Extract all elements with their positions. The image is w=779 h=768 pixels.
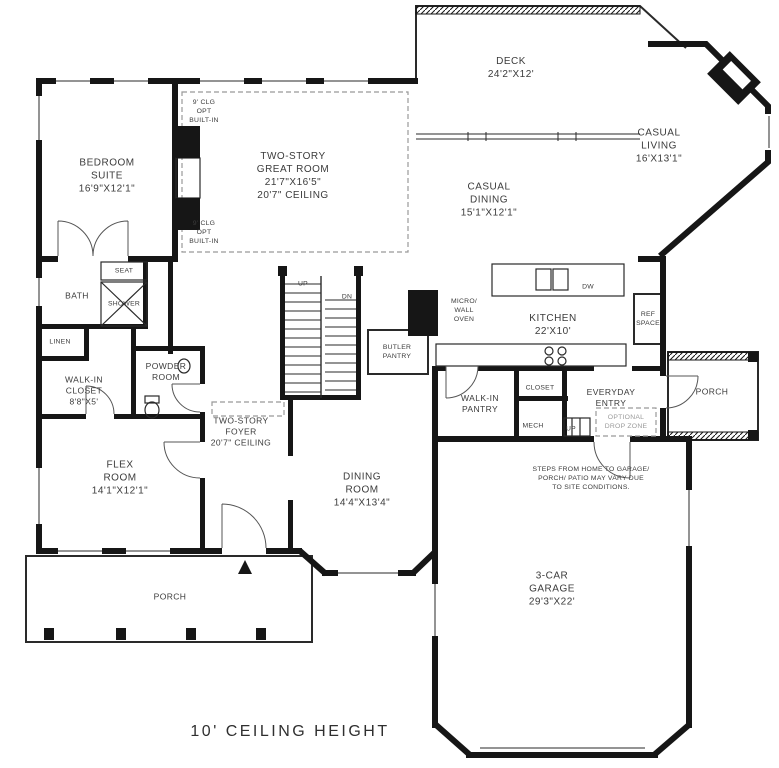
porch-post: [748, 430, 758, 440]
label-powder-room: POWDER ROOM: [145, 360, 187, 382]
wall-oven-cabinet: [408, 290, 436, 336]
label-everyday-entry: EVERYDAY ENTRY: [586, 386, 636, 408]
bay-window-left: [298, 548, 328, 577]
powder-door-arc: [171, 383, 201, 413]
shower: [100, 281, 148, 327]
bedroom-door-arc-right: [92, 220, 129, 257]
label-kitchen: KITCHEN 22'X10': [529, 313, 577, 337]
built-in-bottom: [176, 198, 200, 230]
glass-doors: [416, 132, 645, 749]
label-dw: DW: [582, 283, 594, 291]
fixtures: [100, 157, 627, 437]
label-shower: SHOWER: [107, 300, 141, 308]
label-flex-room: FLEX ROOM 14'1"X12'1": [91, 459, 149, 497]
porch-post: [116, 628, 126, 640]
bedroom-door-arc-left: [57, 220, 94, 257]
garage-corner-left: [433, 721, 472, 758]
front-door-arc: [221, 503, 267, 549]
butler-pantry-outline: [367, 329, 429, 375]
dashed-lines: [181, 91, 657, 437]
label-casual-living: CASUAL LIVING 16'X13'1": [635, 127, 683, 165]
casual-living-walls: [648, 41, 771, 259]
label-drop-zone: OPTIONAL DROP ZONE: [604, 413, 648, 430]
label-porch-right: PORCH: [695, 386, 729, 397]
kitchen-counter: [435, 343, 627, 367]
label-micro-wall-oven: MICRO/ WALL OVEN: [450, 298, 478, 324]
label-linen: LINEN: [49, 338, 71, 346]
garage-corner-right: [652, 721, 692, 758]
built-in-top: [176, 126, 200, 158]
label-clg-opt-bottom: 9' CLG OPT BUILT-IN: [189, 220, 219, 246]
label-walk-in-closet: WALK-IN CLOSET 8'8"X5': [65, 374, 103, 407]
label-up-stairs: UP: [298, 280, 308, 288]
label-dining-room: DINING ROOM 14'4"X13'4": [333, 471, 391, 509]
built-in-niche: [175, 157, 201, 199]
label-clg-opt-top: 9' CLG OPT BUILT-IN: [189, 99, 219, 125]
bay-window-right: [409, 548, 439, 577]
powder-sink: [177, 358, 191, 374]
label-garage: 3-CAR GARAGE 29'3"X22': [528, 570, 576, 608]
foyer-open-to-below: [211, 401, 285, 417]
cooktop-burner: [544, 356, 554, 366]
label-walk-in-pantry: WALK-IN PANTRY: [461, 392, 499, 414]
solid-features: [44, 51, 761, 640]
cooktop-burner: [557, 356, 567, 366]
label-bath: BATH: [65, 290, 89, 301]
porch-post: [186, 628, 196, 640]
label-ref-space: REF SPACE: [636, 310, 660, 327]
stairs: [285, 276, 356, 398]
label-seat: SEAT: [114, 267, 134, 275]
bath-seat: [100, 261, 148, 281]
stair-jamb-right: [354, 266, 363, 276]
label-butler-pantry: BUTLER PANTRY: [382, 343, 412, 360]
porch-bottom-outline: [25, 555, 313, 643]
kitchen-sink-left: [535, 268, 552, 291]
label-great-room: TWO-STORY GREAT ROOM 21'7"X16'5" 20'7" C…: [256, 151, 330, 201]
label-bedroom-suite: BEDROOM SUITE 16'9"X12'1": [78, 157, 136, 195]
diagonal-walls: [298, 41, 771, 758]
optional-drop-zone-box: [595, 407, 657, 437]
toilet-bowl: [144, 401, 160, 419]
label-casual-dining: CASUAL DINING 15'1"X12'1": [460, 181, 518, 219]
porch-right-railing-top: [667, 351, 759, 361]
cooktop-burner: [557, 346, 567, 356]
label-steps-note: STEPS FROM HOME TO GARAGE/ PORCH/ PATIO …: [532, 466, 650, 492]
deck-railing: [415, 5, 641, 15]
entry-steps: [563, 417, 591, 437]
label-ceiling-height: 10' CEILING HEIGHT: [190, 723, 390, 740]
entry-step-lines: [571, 418, 581, 436]
closet-door-arc: [85, 385, 115, 415]
label-deck: DECK 24'2"X12': [487, 56, 535, 80]
porch-post: [256, 628, 266, 640]
porch-post: [44, 628, 54, 640]
deck-outline: [415, 5, 687, 78]
kitchen-sink-right: [552, 268, 569, 291]
label-porch-bottom: PORCH: [153, 591, 187, 602]
wall-jamb: [432, 290, 438, 336]
porch-door-arc: [665, 375, 699, 409]
label-up-entry: UP: [566, 425, 576, 433]
label-dn-stairs: DN: [341, 293, 353, 301]
label-closet: CLOSET: [525, 384, 555, 392]
shower-cross: [100, 281, 148, 327]
windows: [38, 80, 770, 636]
toilet-tank: [144, 395, 160, 404]
front-door-marker: [238, 560, 252, 574]
kitchen-island: [491, 263, 625, 297]
railings: [415, 5, 759, 441]
great-room-open-to-below: [181, 91, 409, 253]
flex-door-arc: [163, 441, 201, 479]
door-arcs: [57, 220, 699, 549]
cooktop-burner: [544, 346, 554, 356]
porch-post: [748, 352, 758, 362]
label-foyer: TWO-STORY FOYER 20'7" CEILING: [210, 415, 272, 448]
stair-jamb-left: [278, 266, 287, 276]
pantry-door-arc: [445, 365, 479, 399]
fireplace: [707, 51, 761, 105]
garage-door-arc: [593, 441, 631, 479]
label-mech: MECH: [522, 422, 544, 430]
